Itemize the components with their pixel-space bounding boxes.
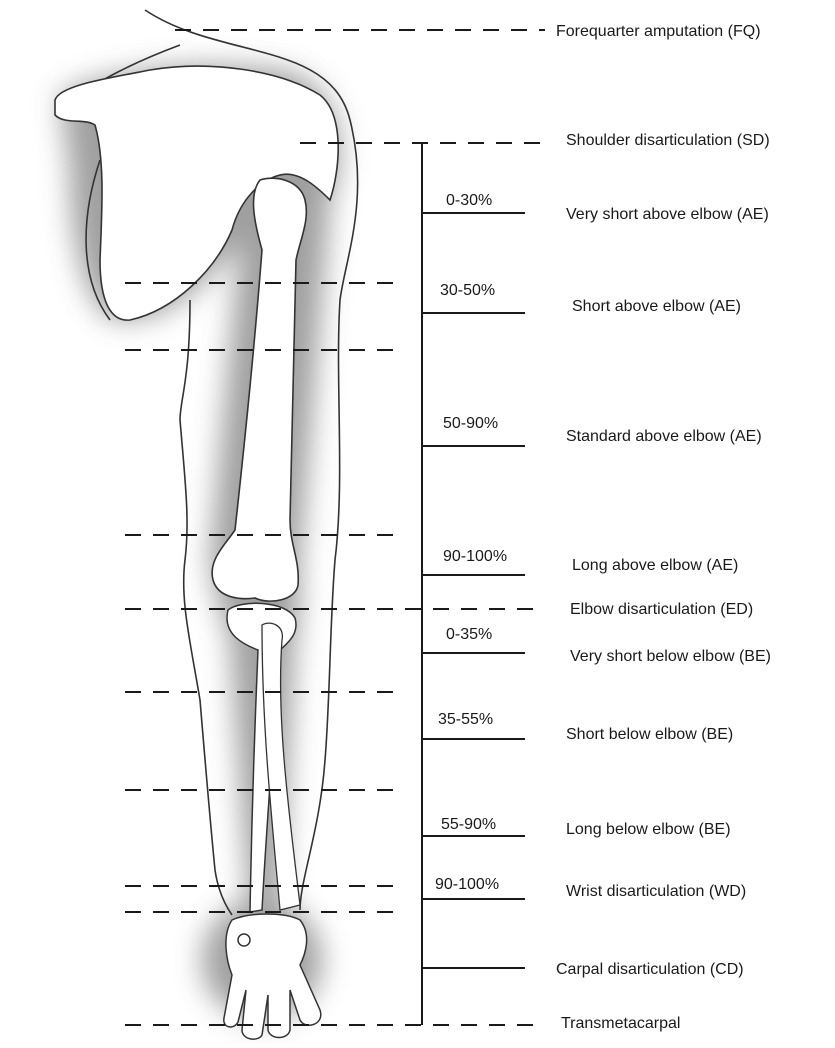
range-label: 90-100% bbox=[443, 548, 507, 565]
range-label: 0-30% bbox=[446, 192, 492, 209]
level-label: Shoulder disarticulation (SD) bbox=[566, 132, 770, 149]
level-label: Forequarter amputation (FQ) bbox=[556, 23, 761, 40]
level-label: Transmetacarpal bbox=[561, 1015, 680, 1032]
level-label: Carpal disarticulation (CD) bbox=[556, 961, 744, 978]
level-label: Short below elbow (BE) bbox=[566, 726, 733, 743]
level-label: Standard above elbow (AE) bbox=[566, 428, 762, 445]
level-label: Long below elbow (BE) bbox=[566, 821, 731, 838]
level-label: Short above elbow (AE) bbox=[572, 298, 741, 315]
level-label: Long above elbow (AE) bbox=[572, 557, 738, 574]
range-label: 0-35% bbox=[446, 626, 492, 643]
range-label: 90-100% bbox=[435, 876, 499, 893]
level-label: Elbow disarticulation (ED) bbox=[570, 601, 753, 618]
arm-illustration bbox=[55, 10, 358, 1039]
range-label: 30-50% bbox=[440, 282, 495, 299]
level-label: Very short above elbow (AE) bbox=[566, 206, 769, 223]
range-label: 35-55% bbox=[438, 711, 493, 728]
range-label: 50-90% bbox=[443, 415, 498, 432]
level-label: Very short below elbow (BE) bbox=[570, 648, 771, 665]
range-label: 55-90% bbox=[441, 816, 496, 833]
level-label: Wrist disarticulation (WD) bbox=[566, 883, 746, 900]
